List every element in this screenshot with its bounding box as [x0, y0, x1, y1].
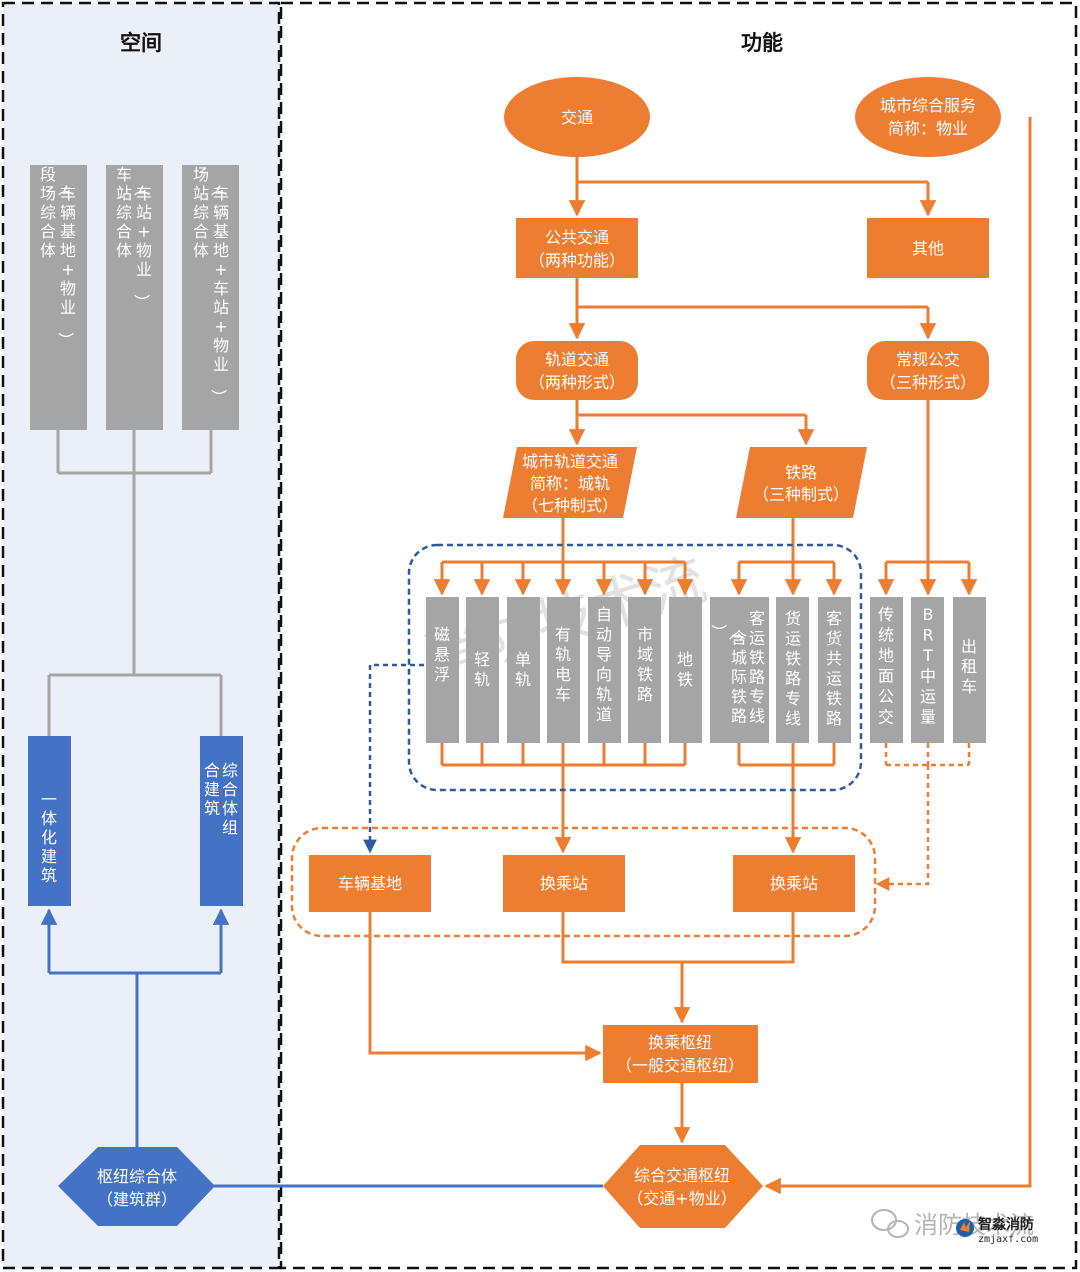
complex-combo-building-label: 综合体组合建筑	[204, 761, 238, 837]
corner-watermark-text: 消防技术流	[914, 1211, 1034, 1239]
transfer-hub-label-2: （一般交通枢纽）	[616, 1056, 744, 1075]
yard-station-complex-label: 场站综合体	[193, 165, 209, 260]
conventional-bus-label-1: 常规公交	[896, 350, 960, 369]
hub-complex-hexagon	[58, 1147, 215, 1226]
rail-transit-label-1: 轨道交通	[545, 350, 609, 369]
urban-rail-mode-0: 磁悬浮	[434, 625, 450, 684]
transfer-station-label-2: 换乘站	[770, 874, 818, 893]
urban-rail-mode-boxes	[426, 597, 702, 743]
transfer-hub-box	[603, 1025, 758, 1083]
railway-mode-0: 客运铁路专线（含城际铁路）	[709, 609, 765, 726]
light-rail-box	[466, 597, 499, 743]
suburban-rail-box	[628, 597, 661, 743]
conventional-bus-label-2: （三种形式）	[880, 373, 976, 392]
rail-transit-label-2: （两种形式）	[529, 373, 625, 392]
space-blue-connectors	[40, 908, 603, 1188]
integrated-hub-label-1: 综合交通枢纽	[634, 1166, 730, 1185]
space-building-labels: 一体化建筑 综合体组合建筑	[41, 761, 238, 885]
yard-station-complex-box	[182, 165, 239, 430]
urban-rail-label-3: （七种制式）	[522, 496, 618, 515]
hub-complex-label-1: 枢纽综合体	[97, 1167, 177, 1186]
bus-mode-2: 出租车	[961, 637, 977, 696]
taxi-box	[953, 597, 986, 743]
agt-box	[588, 597, 621, 743]
station-complex-label: 车站综合体	[116, 165, 132, 260]
function-panel-title: 功能	[741, 31, 783, 55]
monorail-box	[507, 597, 540, 743]
integrated-hub-hexagon	[603, 1145, 763, 1228]
complex-combo-building-box	[200, 736, 243, 906]
transport-ellipse	[504, 77, 650, 157]
function-orange-connectors	[368, 117, 1032, 1195]
bus-mode-0: 传统地面公交	[878, 605, 894, 727]
transfer-station-box-2	[733, 855, 855, 912]
city-service-ellipse	[855, 77, 1001, 157]
depot-box	[309, 855, 431, 912]
railway-label-1: 铁路	[785, 463, 817, 482]
mixed-rail-box	[818, 597, 851, 743]
railway-label-2: （三种制式）	[753, 485, 849, 504]
integrated-hub-label-2: （交通+物业）	[627, 1189, 736, 1208]
rail-transit-box	[516, 341, 638, 400]
depot-complex-label: 段场综合体	[40, 165, 56, 260]
brand-logo-icon	[956, 1219, 974, 1237]
urban-rail-mode-6: 地铁	[677, 650, 693, 689]
yard-station-complex-label-paren: （车辆基地+车站+物业）	[209, 180, 229, 405]
urban-rail-mode-1: 轻轨	[474, 650, 490, 689]
urban-rail-mode-2: 单轨	[515, 650, 531, 689]
passenger-rail-box	[710, 597, 769, 743]
city-service-label-2: 简称：物业	[888, 119, 968, 138]
urban-rail-parallelogram	[503, 447, 637, 518]
station-complex-box	[106, 165, 163, 430]
transfer-hub-label-1: 换乘枢纽	[648, 1033, 712, 1052]
railway-mode-boxes	[710, 597, 851, 743]
depot-complex-box	[30, 165, 87, 430]
brand-logo-url: zmjaxf.com	[978, 1234, 1038, 1245]
urban-rail-mode-3: 有轨电车	[555, 625, 571, 704]
space-combo-boxes	[30, 165, 239, 430]
railway-mode-1: 货运铁路专线	[785, 609, 801, 728]
station-complex-label-paren: （车站+物业）	[132, 180, 152, 310]
freight-rail-box	[776, 597, 809, 743]
stations-dashed-group	[290, 826, 877, 938]
depot-label: 车辆基地	[338, 874, 402, 893]
maglev-to-depot-dashed-arrow	[363, 663, 424, 854]
urban-rail-mode-5: 市域铁路	[637, 625, 653, 704]
conventional-bus-box	[867, 341, 989, 400]
hub-complex-label-2: （建筑群）	[97, 1190, 177, 1209]
public-transport-box	[516, 218, 638, 278]
brand-logo-name: 智淼消防	[977, 1216, 1034, 1233]
transfer-station-box-1	[503, 855, 625, 912]
other-label: 其他	[912, 239, 944, 258]
city-service-label-1: 城市综合服务	[880, 96, 976, 115]
other-box	[867, 218, 989, 278]
railway-parallelogram	[736, 447, 867, 518]
bus-mode-boxes	[870, 597, 986, 743]
wechat-icon	[871, 1209, 909, 1238]
bus-dashed-connector	[875, 743, 971, 891]
brt-box	[911, 597, 944, 743]
rail-modes-dashed-group	[407, 543, 863, 792]
transfer-station-label-1: 换乘站	[540, 874, 588, 893]
transport-label: 交通	[561, 108, 593, 127]
space-panel-title: 空间	[120, 31, 162, 55]
maglev-box	[426, 597, 459, 743]
space-gray-connectors	[47, 430, 223, 736]
metro-box	[669, 597, 702, 743]
space-combo-labels: （车辆基地+物业）段场综合体 （车站+物业）车站综合体 （车辆基地+车站+物业）场站…	[40, 165, 229, 405]
public-transport-label-1: 公共交通	[545, 228, 609, 247]
public-transport-label-2: （两种功能）	[529, 251, 625, 270]
integrated-building-label: 一体化建筑	[41, 790, 57, 885]
integrated-building-box	[28, 736, 71, 906]
depot-complex-label-paren: （车辆基地+物业）	[56, 180, 76, 348]
traditional-bus-box	[870, 597, 903, 743]
urban-rail-mode-4: 自动导向轨道	[596, 605, 612, 724]
urban-rail-label-2: 简称：城轨	[530, 474, 610, 493]
urban-rail-label-1: 城市轨道交通	[522, 452, 618, 471]
railway-mode-2: 客货共运铁路	[826, 609, 842, 728]
tram-box	[547, 597, 580, 743]
